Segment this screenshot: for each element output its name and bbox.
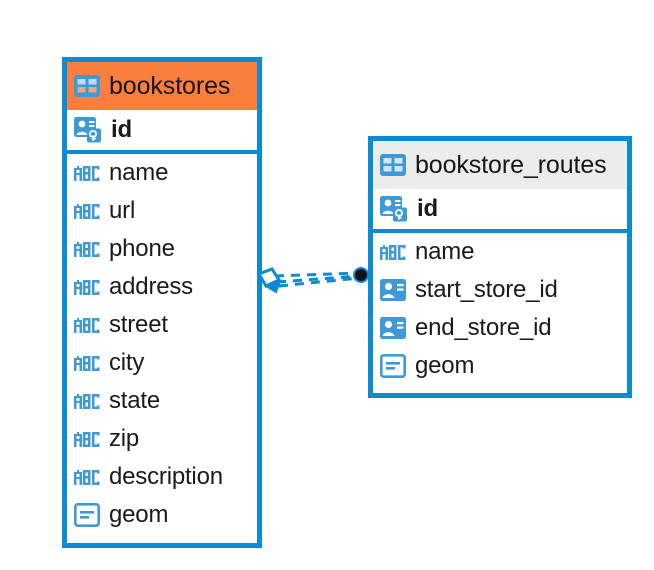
field-row[interactable]: url — [67, 192, 257, 230]
field-name: geom — [415, 352, 475, 379]
field-row[interactable]: state — [67, 382, 257, 420]
entity-header-bookstores[interactable]: bookstores — [67, 62, 257, 110]
field-name: url — [109, 197, 136, 224]
abc-text-icon — [74, 393, 100, 409]
entity-bookstore-routes[interactable]: bookstore_routes — [368, 136, 632, 398]
entity-bookstores[interactable]: bookstores id — [62, 57, 262, 548]
field-name: id — [417, 195, 438, 222]
field-row[interactable]: name — [373, 233, 627, 271]
field-list-bookstores: id name — [67, 110, 257, 534]
field-row[interactable]: id — [373, 189, 627, 233]
relation-line-middle — [276, 274, 360, 284]
abc-text-icon — [74, 203, 100, 219]
foreign-key-icon — [380, 317, 406, 339]
table-icon — [74, 75, 100, 97]
field-row[interactable]: name — [67, 154, 257, 192]
geometry-icon — [379, 353, 406, 378]
field-row[interactable]: zip — [67, 420, 257, 458]
foreign-key-icon — [380, 279, 406, 301]
field-row[interactable]: geom — [67, 496, 257, 534]
crows-foot-diamond-marker — [256, 267, 282, 288]
field-name: phone — [109, 235, 175, 262]
field-name: zip — [109, 425, 140, 452]
field-name: start_store_id — [415, 276, 558, 303]
entity-header-bookstore-routes[interactable]: bookstore_routes — [373, 141, 627, 189]
field-name: name — [109, 159, 169, 186]
field-name: id — [111, 116, 132, 143]
abc-text-icon — [380, 244, 406, 260]
table-icon — [380, 154, 406, 176]
field-name: state — [109, 387, 161, 414]
field-row[interactable]: description — [67, 458, 257, 496]
abc-text-icon — [74, 317, 100, 333]
filled-circle-marker — [355, 269, 367, 281]
relationship-connector[interactable] — [255, 240, 380, 320]
field-row[interactable]: address — [67, 268, 257, 306]
primary-key-icon — [380, 196, 408, 222]
abc-text-icon — [74, 165, 100, 181]
abc-text-icon — [74, 355, 100, 371]
field-name: geom — [109, 501, 169, 528]
abc-text-icon — [74, 279, 100, 295]
primary-key-icon — [74, 117, 102, 143]
field-name: end_store_id — [415, 314, 552, 341]
field-name: address — [109, 273, 193, 300]
relation-line-lower — [278, 276, 360, 288]
field-row[interactable]: street — [67, 306, 257, 344]
geometry-icon — [73, 502, 100, 527]
field-row[interactable]: id — [67, 110, 257, 154]
field-name: street — [109, 311, 168, 338]
crows-foot-tail — [263, 279, 282, 294]
field-list-bookstore-routes: id name — [373, 189, 627, 385]
field-row[interactable]: phone — [67, 230, 257, 268]
field-name: city — [109, 349, 145, 376]
field-row[interactable]: city — [67, 344, 257, 382]
field-row[interactable]: geom — [373, 347, 627, 385]
entity-title: bookstore_routes — [415, 150, 607, 179]
field-name: description — [109, 463, 223, 490]
abc-text-icon — [74, 431, 100, 447]
abc-text-icon — [74, 469, 100, 485]
relation-line-upper — [274, 271, 360, 278]
field-row[interactable]: end_store_id — [373, 309, 627, 347]
field-row[interactable]: start_store_id — [373, 271, 627, 309]
abc-text-icon — [74, 241, 100, 257]
entity-title: bookstores — [109, 71, 231, 100]
relation-endpoint-ring — [353, 267, 369, 283]
field-name: name — [415, 238, 475, 265]
